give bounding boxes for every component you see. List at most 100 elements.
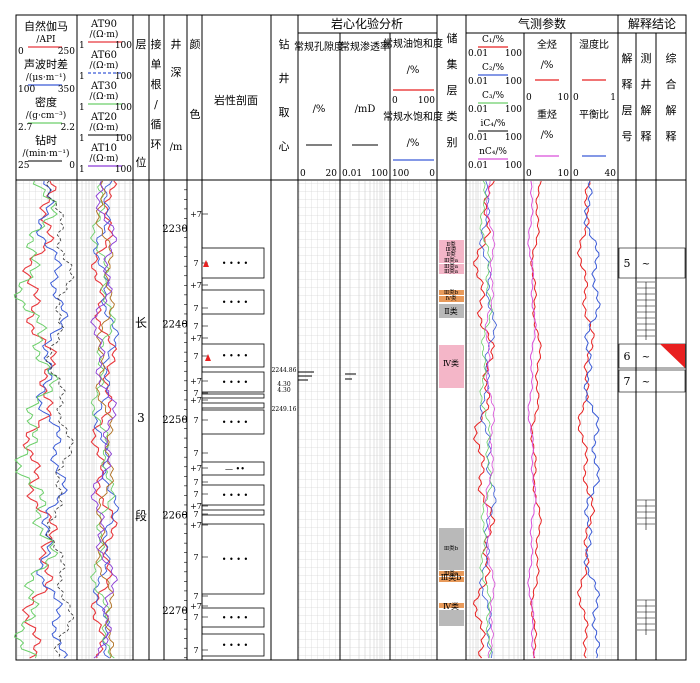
col-yanse: 颜 [190,38,201,51]
quanting-unit: /% [541,60,554,71]
color-code: +7 [190,396,202,405]
col-zuanjing: 钻 [279,37,290,51]
col-cejing: 解 [641,103,652,117]
curve-scale-max: 250 [58,47,75,57]
res-scale-min: 1 [79,103,85,113]
svg-text:0: 0 [526,93,532,103]
reservoir-class-label: Ⅳ类 [443,601,459,611]
curve-scale-min: 2.7 [18,123,33,133]
color-code: 7 [193,646,198,655]
reservoir-class-label: Ⅳ类 [443,358,459,368]
log-curve [576,180,596,659]
lithology-layer [201,343,265,368]
lithology-layer [201,393,265,399]
oil-water-icon: ~ [642,352,650,363]
log-curve [90,180,118,659]
res-unit: /(Ω·m) [90,122,119,133]
lithology-layer [201,409,265,435]
depth-label: 2260 [162,511,187,522]
reservoir-class-label: Ⅲ类a [444,569,459,577]
gas-ic4-min: 0.01 [468,133,488,143]
lithology-symbol: • • • • [222,259,249,268]
reservoir-class-box [439,264,464,269]
col-jie: 根 [151,77,162,91]
interpretation-layer-number: 5 [624,257,631,270]
reservoir-class-label: Ⅲ类b [444,544,459,552]
res-name: AT30 [90,81,117,92]
color-code: +7 [190,602,202,611]
svg-text:1: 1 [610,93,616,103]
oilsat-label: 常规油饱和度 [383,37,443,50]
reservoir-class-label: Ⅲ类a [444,267,459,275]
col-jie: 循 [151,118,162,131]
color-code: 7 [193,613,198,622]
col-chuji: 层 [447,84,458,97]
reservoir-class-box [439,345,464,388]
col-zonghe: 合 [666,77,677,91]
col-jingshen: 井 [171,37,182,51]
log-curve [583,180,601,659]
oil-water-icon: ~ [642,259,650,270]
lithology-layer [201,402,265,409]
reservoir-class-label: Ⅲ类a [444,262,459,270]
lithology-symbol: • • • • [222,641,249,650]
zhongting-unit: /% [541,130,554,141]
res-scale-max: 100 [115,41,132,51]
column-dividers [76,15,686,660]
lithology-symbol: • • • • [222,378,249,387]
core-depth-label: 2249.16 [272,406,297,413]
col-chuji: 储 [447,31,458,45]
reservoir-class-box [439,528,464,570]
curve-name: 声波时差 [24,57,68,71]
svg-text:0: 0 [573,169,579,179]
reservoir-class-box [439,610,464,626]
res-scale-min: 1 [79,41,85,51]
reservoir-class-label: Ⅲ类a [444,256,459,264]
log-curve [479,180,498,659]
core-depth-label: 4.30 [277,387,291,394]
oil-water-icon: ~ [642,377,650,388]
reservoir-class-box [439,240,464,248]
col-jieshi-cenghao: 释 [622,78,633,91]
perm-label: 常规渗透率 [340,40,390,53]
interpretation-layer-number: 6 [624,350,631,363]
reservoir-class-label: Ⅱ类 [446,250,456,258]
perm-unit: /mD [355,104,376,115]
col-cejing: 释 [641,130,652,143]
lithology-symbol: • • • • [222,491,249,500]
svg-text:0: 0 [573,93,579,103]
log-curve [35,180,69,659]
watersat-unit: /% [407,138,420,149]
color-code: 7 [193,478,198,487]
res-unit: /(Ω·m) [90,60,119,71]
col-zuanjing: 心 [279,140,290,153]
reservoir-class-box [439,248,464,252]
res-scale-max: 100 [115,165,132,175]
svg-text:10: 10 [558,93,570,103]
reservoir-class-box [439,304,464,318]
reservoir-class-box [439,571,464,576]
color-code: 7 [193,389,198,398]
color-code: +7 [190,210,202,219]
res-scale-min: 1 [79,134,85,144]
color-code: 7 [193,449,198,458]
color-code: 7 [193,352,198,361]
svg-text:0: 0 [526,169,532,179]
pinghengbi-label: 平衡比 [579,109,609,121]
core-depth-label: 4.30 [277,381,291,388]
gas-c2-min: 0.01 [468,77,488,87]
col-jie: 单 [151,58,162,71]
color-code: 7 [193,510,198,519]
color-code: 7 [193,322,198,331]
reservoir-class-box [439,290,464,295]
res-unit: /(Ω·m) [90,153,119,164]
gas-c3-label: C₃/% [482,91,505,101]
curve-scale-max: 0 [69,161,75,171]
col-jieshi-cenghao: 号 [622,130,633,143]
reservoir-class-box [439,296,464,302]
color-code: 7 [193,416,198,425]
gas-c1-min: 0.01 [468,49,488,59]
strata-char: 3 [137,411,145,425]
